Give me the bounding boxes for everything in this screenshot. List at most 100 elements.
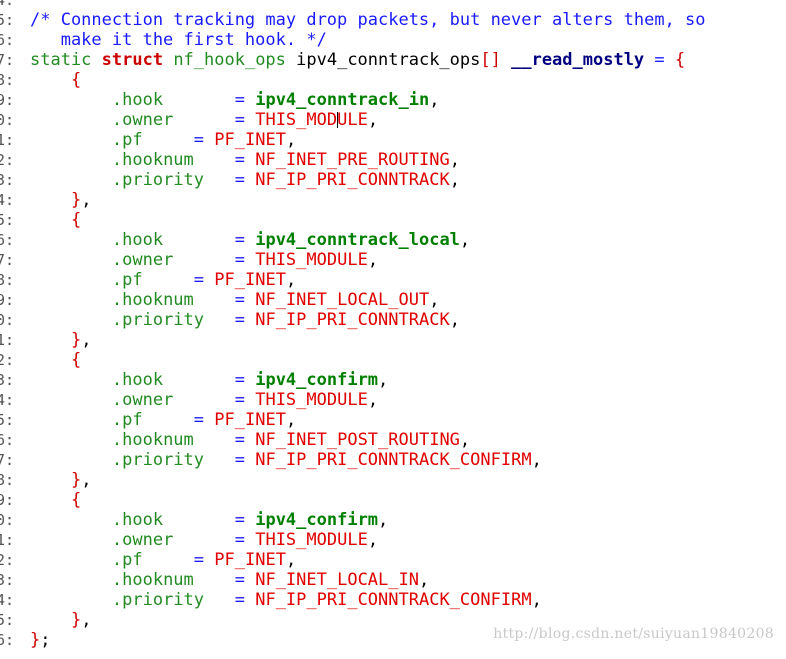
code-token: struct — [101, 50, 174, 70]
code-line[interactable]: 9: .hooknum = NF_INET_LOCAL_OUT, — [0, 290, 786, 310]
code-line[interactable]: 5: { — [0, 210, 786, 230]
code-line[interactable]: 1: .owner = THIS_MODULE, — [0, 530, 786, 550]
code-token: .hook — [111, 510, 164, 530]
code-line[interactable]: 2: .hooknum = NF_INET_PRE_ROUTING, — [0, 150, 786, 170]
code-text: static struct nf_hook_ops ipv4_conntrack… — [30, 50, 685, 70]
line-number: 5: — [0, 211, 15, 229]
line-number: 3: — [0, 171, 15, 189]
code-token: .pf — [111, 130, 143, 150]
code-text: .hooknum = NF_INET_LOCAL_OUT, — [30, 290, 440, 310]
code-token: ipv4_conntrack_in — [255, 90, 430, 110]
code-token — [665, 50, 675, 70]
code-token: { — [70, 350, 82, 370]
code-token — [30, 90, 112, 110]
code-line[interactable]: 4: .priority = NF_IP_PRI_CONNTRACK_CONFI… — [0, 590, 786, 610]
code-line[interactable]: 6:}; — [0, 630, 786, 650]
code-token — [173, 530, 234, 550]
code-text: .owner = THIS_MODULE, — [30, 390, 378, 410]
code-token — [143, 270, 194, 290]
code-token: } — [70, 190, 82, 210]
code-token: = — [654, 50, 665, 70]
code-line[interactable]: 0: .hook = ipv4_confirm, — [0, 510, 786, 530]
code-token — [30, 210, 71, 230]
code-line[interactable]: 9: { — [0, 490, 786, 510]
code-token: .priority — [111, 170, 205, 190]
code-text: { — [30, 490, 81, 510]
code-text: .priority = NF_IP_PRI_CONNTRACK, — [30, 170, 460, 190]
code-token: , — [531, 590, 542, 610]
code-line[interactable]: 5: }, — [0, 610, 786, 630]
code-text: .priority = NF_IP_PRI_CONNTRACK_CONFIRM, — [30, 450, 542, 470]
line-number: 4: — [0, 591, 15, 609]
code-token — [30, 110, 112, 130]
code-token: make it the first hook. */ — [30, 30, 327, 50]
code-token: = — [234, 290, 256, 310]
code-token — [163, 510, 235, 530]
line-number: 7: — [0, 451, 15, 469]
code-text: .owner = THIS_MODULE, — [30, 250, 378, 270]
code-token — [30, 410, 112, 430]
code-token: , — [81, 610, 92, 630]
code-line[interactable]: 1: .pf = PF_INET, — [0, 130, 786, 150]
line-number: 1: — [0, 531, 15, 549]
code-line[interactable]: 5: /* Connection tracking may drop packet… — [0, 10, 786, 30]
code-token: { — [70, 70, 82, 90]
code-line[interactable]: 0: .owner = THIS_MODULE, — [0, 110, 786, 130]
code-token: , — [459, 430, 471, 450]
code-line[interactable]: 7: .priority = NF_IP_PRI_CONNTRACK_CONFI… — [0, 450, 786, 470]
code-token — [30, 150, 112, 170]
code-line[interactable]: 3: .priority = NF_IP_PRI_CONNTRACK, — [0, 170, 786, 190]
code-token — [30, 390, 112, 410]
code-token: THIS_MOD — [255, 110, 338, 130]
code-token: , — [81, 190, 92, 210]
code-token — [30, 190, 71, 210]
code-line[interactable]: 4: — [0, 0, 786, 10]
code-token: = — [193, 130, 215, 150]
code-line[interactable]: 0: .priority = NF_IP_PRI_CONNTRACK, — [0, 310, 786, 330]
line-number: 8: — [0, 71, 15, 89]
code-line[interactable]: 6: make it the first hook. */ — [0, 30, 786, 50]
code-line[interactable]: 6: .hooknum = NF_INET_POST_ROUTING, — [0, 430, 786, 450]
code-token — [163, 370, 235, 390]
code-token — [204, 450, 235, 470]
code-line[interactable]: 8: { — [0, 70, 786, 90]
code-token: .pf — [111, 270, 143, 290]
code-line[interactable]: 7: .owner = THIS_MODULE, — [0, 250, 786, 270]
code-token: } — [30, 630, 41, 650]
code-token — [204, 310, 235, 330]
code-line[interactable]: 2: .pf = PF_INET, — [0, 550, 786, 570]
code-token — [163, 230, 235, 250]
code-token: , — [449, 310, 460, 330]
code-line[interactable]: 3: .hook = ipv4_confirm, — [0, 370, 786, 390]
line-number: 6: — [0, 631, 15, 649]
code-token: = — [193, 410, 215, 430]
code-line[interactable]: 7:static struct nf_hook_ops ipv4_conntra… — [0, 50, 786, 70]
code-token: NF_IP_PRI_CONNTRACK — [255, 310, 450, 330]
code-token: .hooknum — [111, 430, 194, 450]
code-line[interactable]: 4: .owner = THIS_MODULE, — [0, 390, 786, 410]
line-number: 5: — [0, 611, 15, 629]
code-token: = — [234, 570, 256, 590]
code-token: = — [234, 510, 256, 530]
code-line[interactable]: 1: }, — [0, 330, 786, 350]
code-token — [143, 410, 194, 430]
code-line[interactable]: 3: .hooknum = NF_INET_LOCAL_IN, — [0, 570, 786, 590]
code-line[interactable]: 2: { — [0, 350, 786, 370]
code-token — [194, 430, 235, 450]
code-line[interactable]: 9: .hook = ipv4_conntrack_in, — [0, 90, 786, 110]
code-line[interactable]: 8: }, — [0, 470, 786, 490]
code-token — [30, 510, 112, 530]
code-token — [30, 130, 112, 150]
code-text: }, — [30, 330, 92, 350]
code-line[interactable]: 5: .pf = PF_INET, — [0, 410, 786, 430]
code-token: , — [459, 230, 471, 250]
code-token: /* Connection tracking may drop packets,… — [30, 10, 706, 30]
code-line[interactable]: 6: .hook = ipv4_conntrack_local, — [0, 230, 786, 250]
code-token: , — [285, 130, 297, 150]
code-token: , — [367, 250, 379, 270]
code-line[interactable]: 4: }, — [0, 190, 786, 210]
line-number: 5: — [0, 11, 15, 29]
code-token — [30, 470, 71, 490]
code-line[interactable]: 8: .pf = PF_INET, — [0, 270, 786, 290]
